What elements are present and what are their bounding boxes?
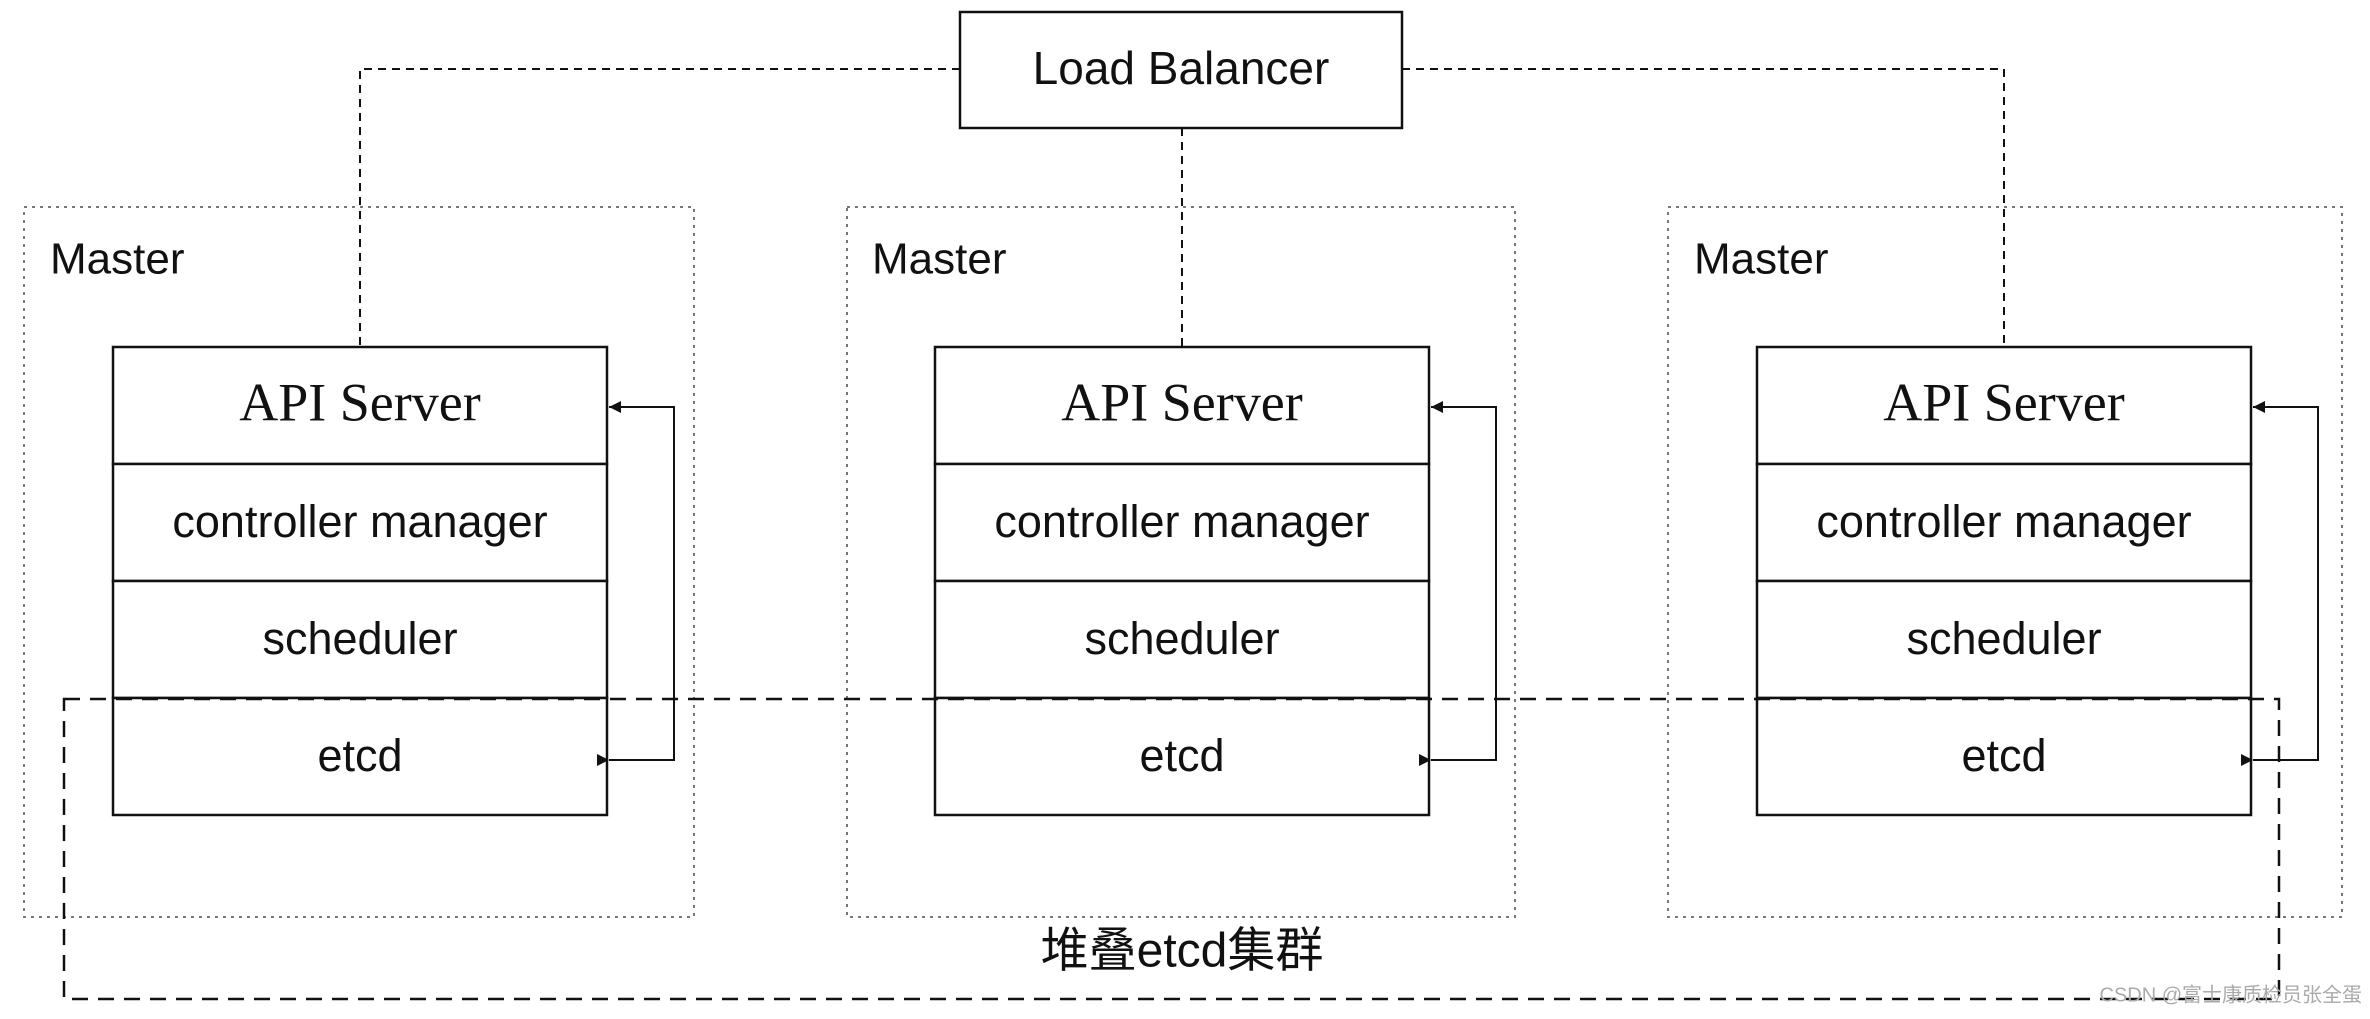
master-2-boundary — [846, 206, 1516, 918]
master-2-label: Master — [872, 235, 1006, 284]
master-3-etcd-api-arrow — [2241, 401, 2319, 766]
master-1-etcd-api-arrow — [597, 401, 675, 766]
master-2-api-server-cell — [933, 345, 1431, 466]
master-1-etcd-label: etcd — [317, 730, 402, 781]
master-2-component-stack — [933, 345, 1431, 817]
master-1-scheduler-label: scheduler — [262, 613, 457, 664]
master-1-etcd-cell — [111, 696, 609, 817]
master-3-etcd-label: etcd — [1961, 730, 2046, 781]
master-3-scheduler-cell — [1755, 579, 2253, 700]
connector-to-master-3 — [1402, 68, 2005, 347]
master-3-api-server-cell — [1755, 345, 2253, 466]
etcd-cluster-boundary — [62, 697, 2281, 1001]
master-2-etcd-api-arrow — [1419, 401, 1497, 766]
master-1-controller-manager-cell — [111, 462, 609, 583]
etcd-cluster-label: 堆叠etcd集群 — [1041, 925, 1324, 978]
master-3-label: Master — [1694, 235, 1828, 284]
master-1-controller-manager-label: controller manager — [172, 496, 547, 547]
master-2-scheduler-label: scheduler — [1084, 613, 1279, 664]
master-node-3: Master API Server controller manager sch… — [1667, 206, 2343, 918]
load-balancer-connectors — [359, 68, 2005, 347]
master-2-etcd-cell — [933, 696, 1431, 817]
connector-to-master-1 — [359, 68, 960, 347]
load-balancer: Load Balancer — [958, 10, 1404, 130]
master-3-scheduler-label: scheduler — [1906, 613, 2101, 664]
master-1-boundary — [23, 206, 695, 918]
load-balancer-label: Load Balancer — [1033, 42, 1330, 94]
csdn-watermark: CSDN @富士康质检员张全蛋 — [2099, 983, 2362, 1006]
etcd-cluster: 堆叠etcd集群 — [62, 697, 2281, 1001]
master-3-component-stack — [1755, 345, 2253, 817]
load-balancer-box — [958, 10, 1404, 130]
master-3-controller-manager-cell — [1755, 462, 2253, 583]
master-node-2: Master API Server controller manager sch… — [846, 206, 1516, 918]
master-1-label: Master — [50, 235, 184, 284]
master-3-api-server-label: API Server — [1883, 372, 2124, 432]
master-2-controller-manager-cell — [933, 462, 1431, 583]
master-2-controller-manager-label: controller manager — [994, 496, 1369, 547]
master-2-api-server-label: API Server — [1061, 372, 1302, 432]
master-2-etcd-label: etcd — [1139, 730, 1224, 781]
master-3-boundary — [1667, 206, 2343, 918]
master-1-api-server-label: API Server — [239, 372, 480, 432]
master-3-controller-manager-label: controller manager — [1816, 496, 2191, 547]
